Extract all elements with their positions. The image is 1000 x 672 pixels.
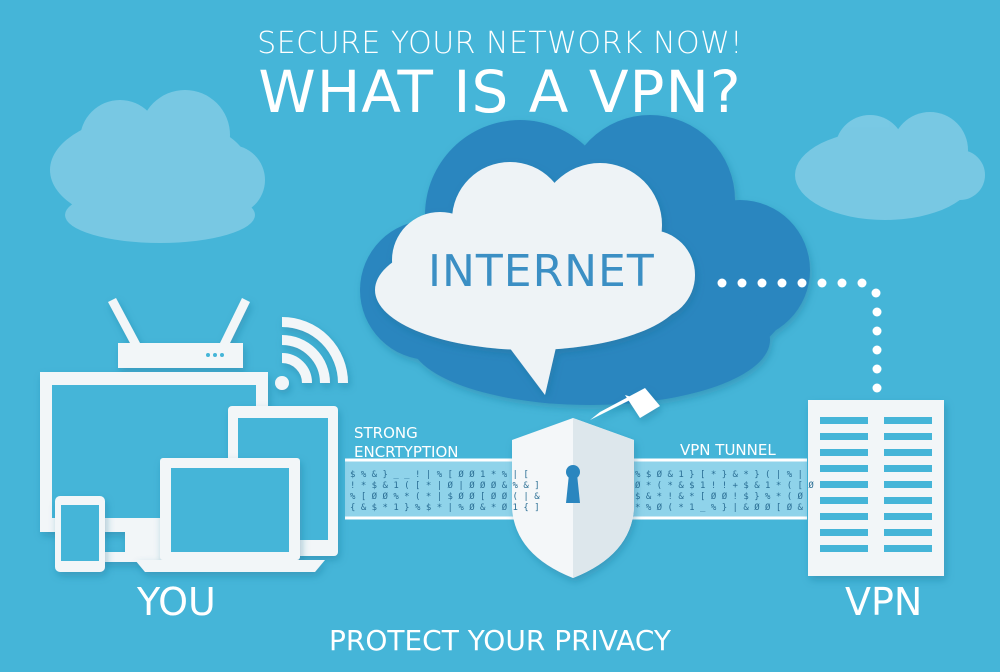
router-icon: [108, 298, 250, 368]
encryption-label: STRONG ENCRTYPTION: [354, 424, 459, 461]
wifi-icon: [275, 317, 348, 390]
internet-cloud-inner: [375, 162, 695, 395]
phone-icon: [55, 496, 105, 572]
footer-tagline: PROTECT YOUR PRIVACY: [329, 624, 671, 657]
internet-label: INTERNET: [428, 246, 655, 297]
you-label: YOU: [137, 580, 216, 624]
encrypted-data-pattern-right: % $ Ø & 1 } [ * } & * } ( | % | Ø * ( * …: [635, 470, 814, 513]
dotted-connection: [717, 278, 882, 393]
page-title: WHAT IS A VPN?: [258, 58, 742, 126]
right-sky-cloud: [795, 112, 985, 220]
header-subtitle: SECURE YOUR NETWORK NOW!: [257, 26, 743, 61]
laptop-icon: [135, 458, 325, 572]
shield-icon: [512, 418, 634, 578]
encrypted-data-pattern-left: $ % & } _ _ ! | % [ Ø Ø 1 * % | [ ! * $ …: [350, 470, 540, 513]
arrow-to-shield: [590, 388, 660, 420]
vpn-label: VPN: [845, 580, 923, 624]
vpn-server-icon: [808, 400, 944, 576]
vpn-tunnel-label: VPN TUNNEL: [680, 441, 776, 459]
left-sky-cloud: [50, 90, 265, 243]
